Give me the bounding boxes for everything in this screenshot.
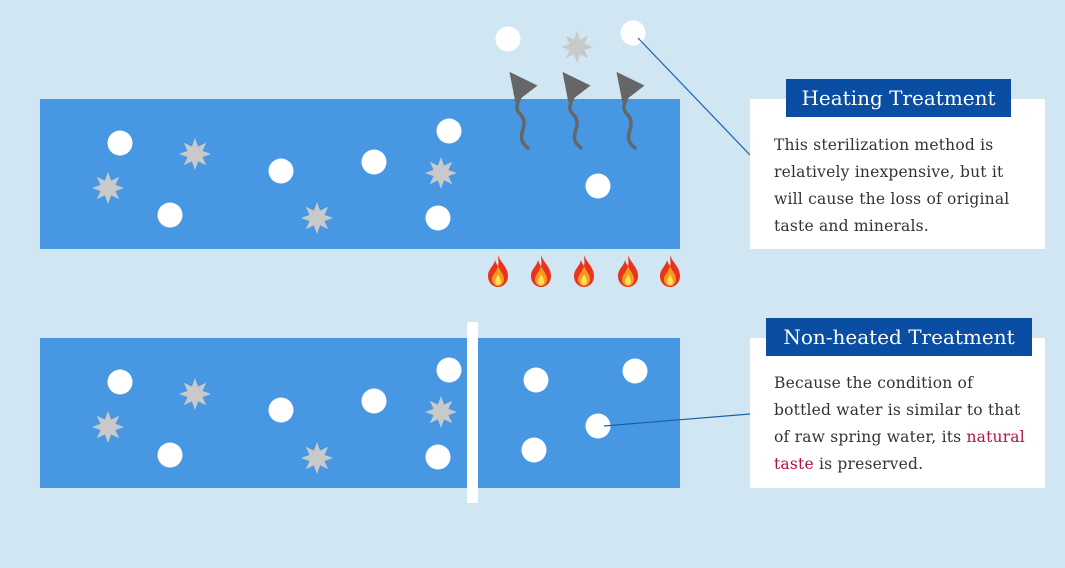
nonheated-description-end: is preserved. [813,455,924,473]
wavy-arrow-icon [509,71,538,150]
heating-leader-line [637,37,751,156]
mineral-icon [585,173,611,199]
mineral-icon [521,437,547,463]
mineral-icon [436,118,462,144]
heating-card: This sterilization method is relatively … [750,99,1045,249]
steam-arrows [509,71,645,150]
mineral-icon [622,358,648,384]
germ-icon [301,442,333,474]
nonheated-water-band [40,338,680,488]
wavy-arrow-icon [562,71,591,150]
nonheated-description: Because the condition of bottled water i… [774,370,1029,478]
heating-minerals [107,118,611,231]
mineral-icon [436,357,462,383]
filter-membrane [467,322,478,503]
mineral-icon [361,388,387,414]
heating-title: Heating Treatment [786,79,1011,117]
mineral-icon [425,444,451,470]
germ-icon [561,31,593,63]
germ-icon [425,157,457,189]
flame-icon [660,255,680,287]
mineral-icon [495,26,521,52]
germ-icon [425,396,457,428]
nonheated-card: Because the condition of bottled water i… [750,338,1045,488]
germ-icon [301,202,333,234]
flame-icon [618,255,638,287]
mineral-icon [268,397,294,423]
heating-description: This sterilization method is relatively … [774,136,1010,235]
mineral-icon [157,442,183,468]
mineral-icon [268,158,294,184]
flame-icon [574,255,594,287]
mineral-icon [107,130,133,156]
nonheated-leader-line [603,413,751,427]
germ-icon [179,138,211,170]
flame-icon [488,255,508,287]
heating-water-band [40,99,680,249]
mineral-icon [585,413,611,439]
natural-taste-highlight: natural taste [774,428,1025,473]
mineral-icon [157,202,183,228]
germ-icon [179,378,211,410]
mineral-icon [361,149,387,175]
mineral-icon [107,369,133,395]
heat-flames [488,255,680,287]
germ-icon [92,172,124,204]
wavy-arrow-icon [616,71,645,150]
germ-icon [92,411,124,443]
flame-icon [531,255,551,287]
nonheated-description-start: Because the condition of bottled water i… [774,374,1021,446]
mineral-icon [425,205,451,231]
nonheated-title: Non-heated Treatment [766,318,1032,356]
nonheated-minerals [107,357,648,470]
mineral-icon [523,367,549,393]
